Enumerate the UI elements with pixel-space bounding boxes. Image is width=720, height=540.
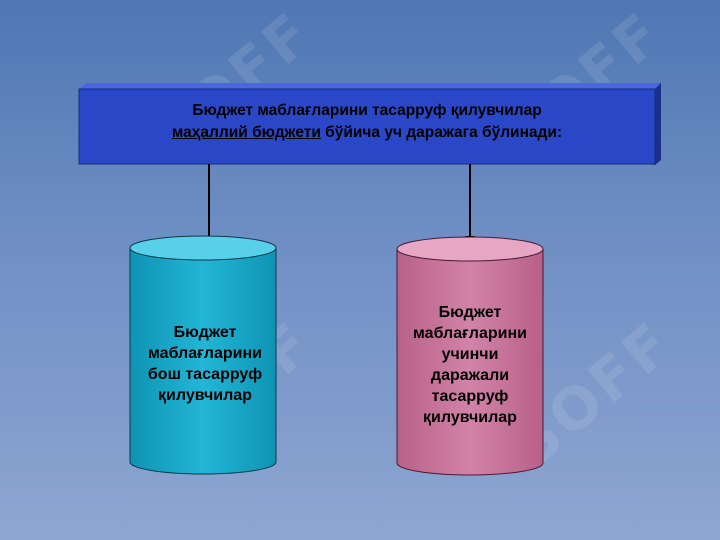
banner-box	[78, 83, 661, 165]
right-label-line: қилувчилар	[423, 409, 517, 426]
arrow-right	[465, 164, 475, 247]
banner-line-2: маҳаллий бюджети бўйича уч даражага бўли…	[82, 122, 652, 144]
right-label-line: маблағларини	[413, 325, 527, 342]
right-label-line: тасарруф	[431, 388, 509, 405]
right-cylinder-label: Бюджет маблағларини учинчи даражали таса…	[395, 302, 545, 428]
left-label-line: маблағларини	[148, 345, 262, 362]
right-label-line: Бюджет	[438, 304, 502, 321]
right-label-line: даражали	[430, 367, 510, 384]
right-cylinder	[396, 236, 544, 476]
left-label-line: бош тасарруф	[147, 366, 263, 383]
left-cylinder	[129, 235, 277, 475]
left-label-line: Бюджет	[173, 324, 237, 341]
left-label-line: қилувчилар	[158, 387, 252, 404]
banner-rest-text: бўйича уч даражага бўлинади:	[320, 124, 563, 141]
banner-title: Бюджет маблағларини тасарруф қилувчилар …	[82, 100, 652, 144]
banner-line-1: Бюджет маблағларини тасарруф қилувчилар	[192, 102, 542, 119]
banner-underlined-text: маҳаллий бюджети	[171, 124, 321, 141]
left-cylinder-label: Бюджет маблағларини бош тасарруф қилувчи…	[130, 322, 280, 406]
right-label-line: учинчи	[441, 346, 499, 363]
